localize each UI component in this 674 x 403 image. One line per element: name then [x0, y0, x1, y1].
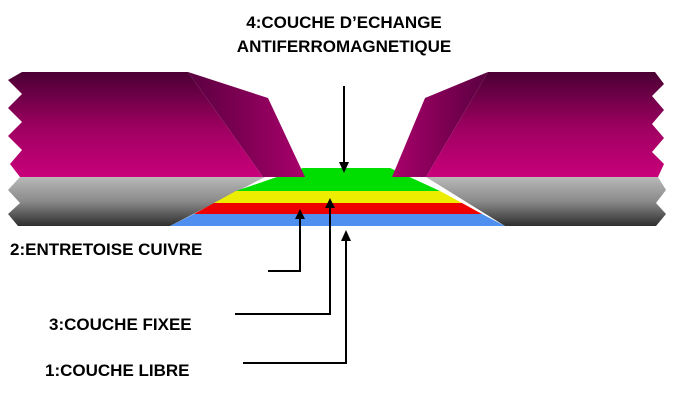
right-gray-substrate: [426, 177, 666, 226]
left-gray-substrate: [8, 177, 265, 226]
label-free: 1:COUCHE LIBRE: [45, 361, 190, 380]
arrow-antiferromagnetic: [339, 86, 349, 173]
label-antiferromagnetic-line2: ANTIFERROMAGNETIQUE: [237, 37, 451, 56]
right-magenta-block-side: [392, 72, 488, 177]
left-magenta-block-side: [188, 72, 305, 177]
label-spacer: 2:ENTRETOISE CUIVRE: [10, 240, 202, 259]
label-antiferromagnetic-line1: 4:COUCHE D’ECHANGE: [246, 13, 442, 32]
left-magenta-block: [8, 72, 263, 177]
yellow-fixed-layer: [214, 191, 462, 203]
red-spacer-layer: [194, 203, 482, 214]
arrow-spacer: [268, 209, 305, 272]
label-fixed: 3:COUCHE FIXEE: [49, 315, 192, 334]
arrow-free: [243, 230, 351, 364]
blue-free-layer: [170, 214, 505, 226]
right-magenta-block: [426, 72, 664, 177]
arrow-fixed: [235, 198, 335, 315]
